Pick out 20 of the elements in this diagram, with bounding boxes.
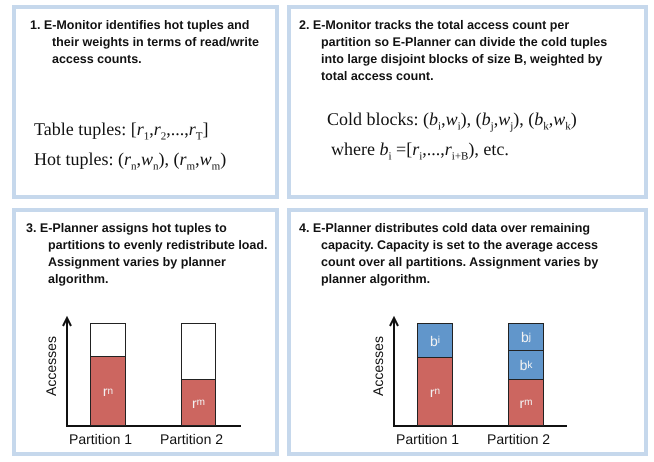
bar-segment <box>90 323 126 357</box>
step-description: 3. E-Planner assigns hot tuples to partitions to evenly redistribute load. Assignment varies by planner algorithm. <box>26 220 268 288</box>
step-panel <box>12 5 279 199</box>
formula-text: Cold blocks: (b$_{i}$,w$_{i}$), (b$_{j}$,w$_{j}$), (b$_{k}$,w$_{k}$) <box>327 109 577 133</box>
step-description: 2. E-Monitor tracks the total access count per partition so E-Planner can divide the cold tuples into large disjoint blocks of size B, weighted by total access count. <box>299 17 608 85</box>
formula-text: where b$_{i}$ =[r$_{i}$,...,r$_{i+B}$), etc. <box>331 139 509 163</box>
step-description: 1. E-Monitor identifies hot tuples and their weights in terms of read/write access counts. <box>30 17 260 68</box>
step-panel <box>12 208 279 456</box>
step-panel <box>287 5 648 199</box>
bar-segment <box>181 323 216 380</box>
axis-label: Accesses <box>43 335 59 398</box>
step-description: 4. E-Planner distributes cold data over remaining capacity. Capacity is set to the average access count over all partitions. Assignment varies by planner algorithm. <box>299 220 600 288</box>
category-label: Partition 2 <box>160 431 224 447</box>
axis-label: Accesses <box>370 335 386 398</box>
formula-text: Hot tuples: (r$_{n}$,w$_{n}$), (r$_{m}$,w$_{m}$) <box>34 149 226 173</box>
category-label: Partition 1 <box>69 431 132 447</box>
category-label: Partition 2 <box>487 431 550 447</box>
category-label: Partition 1 <box>396 431 460 447</box>
formula-text: Table tuples: [r$_{1}$,r$_{2}$,...,r$_{T}$] <box>34 119 208 143</box>
step-panel <box>287 208 648 456</box>
